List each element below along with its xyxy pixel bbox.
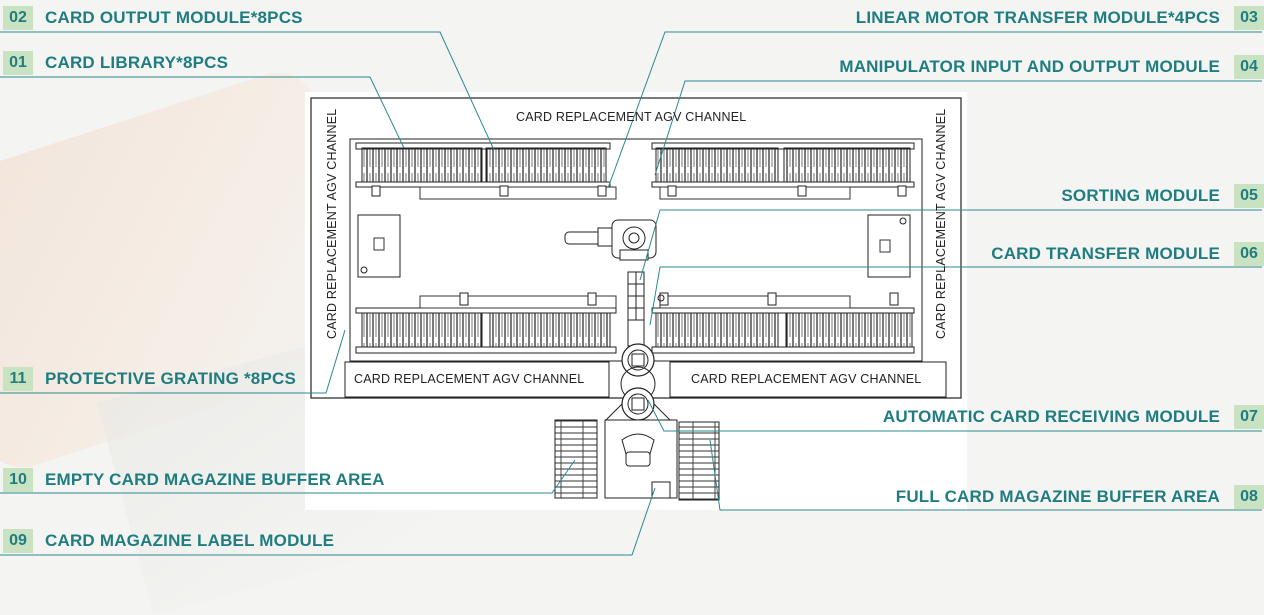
callout-text: CARD LIBRARY*8PCS [45,53,229,72]
magazine-buffer-area [554,419,720,501]
rack-top-1 [361,147,483,183]
callout-text: CARD MAGAZINE LABEL MODULE [45,531,335,550]
callout-number: 11 [3,367,33,391]
callout-07: AUTOMATIC CARD RECEIVING MODULE 07 [883,403,1264,431]
callout-10: 10 EMPTY CARD MAGAZINE BUFFER AREA [3,466,385,494]
callout-number: 07 [1234,405,1264,429]
callout-text: CARD OUTPUT MODULE*8PCS [45,8,303,27]
callout-number: 03 [1234,6,1264,30]
bottom-left-channel-box [344,361,610,398]
callout-number: 10 [3,468,33,492]
callout-number: 04 [1234,55,1264,79]
callout-02: 02 CARD OUTPUT MODULE*8PCS [3,4,303,32]
leader-lines [0,31,1262,556]
callout-text: PROTECTIVE GRATING *8PCS [45,369,297,388]
side-cabinets [357,214,911,278]
rack-top-4 [783,147,911,183]
cabinet-left [357,214,401,278]
callout-11: 11 PROTECTIVE GRATING *8PCS [3,365,296,393]
callout-05: SORTING MODULE 05 [1061,182,1264,210]
rack-top-2 [485,147,607,183]
callout-number: 08 [1234,485,1264,509]
channel-label-bottom-left: CARD REPLACEMENT AGV CHANNEL [354,372,585,386]
channel-label-right: CARD REPLACEMENT AGV CHANNEL [934,108,948,339]
linear-track-top-right [659,186,851,200]
top-card-library-racks [355,142,915,200]
callout-text: AUTOMATIC CARD RECEIVING MODULE [882,407,1220,426]
linear-track-top-left [419,186,617,200]
callout-text: FULL CARD MAGAZINE BUFFER AREA [895,487,1220,506]
callout-number: 09 [3,529,33,553]
manipulator-robot [564,219,657,261]
callout-06: CARD TRANSFER MODULE 06 [991,240,1264,268]
bottom-right-channel-box [669,361,947,398]
rack-bottom-3 [655,312,779,348]
channel-label-bottom-right: CARD REPLACEMENT AGV CHANNEL [691,372,922,386]
callout-text: CARD TRANSFER MODULE [991,244,1220,263]
label-module-box [651,481,671,499]
rack-bottom-1 [361,312,483,348]
callout-number: 05 [1234,184,1264,208]
callout-03: LINEAR MOTOR TRANSFER MODULE*4PCS 03 [856,4,1264,32]
channel-label-top: CARD REPLACEMENT AGV CHANNEL [516,110,747,124]
callout-text: SORTING MODULE [1061,186,1220,205]
callout-01: 01 CARD LIBRARY*8PCS [3,49,228,77]
full-magazine-buffer [678,421,720,501]
callout-08: FULL CARD MAGAZINE BUFFER AREA 08 [896,483,1264,511]
rack-top-3 [655,147,779,183]
sorting-transfer-column [627,271,665,347]
bottom-card-library-racks [355,292,915,354]
callout-number: 06 [1234,242,1264,266]
rack-bottom-2 [489,312,611,348]
callout-number: 01 [3,51,33,75]
linear-track-bottom-left [419,295,617,309]
callout-04: MANIPULATOR INPUT AND OUTPUT MODULE 04 [839,53,1264,81]
layout-drawing [0,31,1262,556]
channel-label-left: CARD REPLACEMENT AGV CHANNEL [325,108,339,339]
callout-text: MANIPULATOR INPUT AND OUTPUT MODULE [839,57,1220,76]
card-receiving-wheels [605,343,671,421]
rack-bottom-4 [785,312,913,348]
empty-magazine-buffer [554,419,598,499]
callout-09: 09 CARD MAGAZINE LABEL MODULE [3,527,334,555]
callout-number: 02 [3,6,33,30]
callout-text: EMPTY CARD MAGAZINE BUFFER AREA [45,470,385,489]
callout-text: LINEAR MOTOR TRANSFER MODULE*4PCS [855,8,1220,27]
